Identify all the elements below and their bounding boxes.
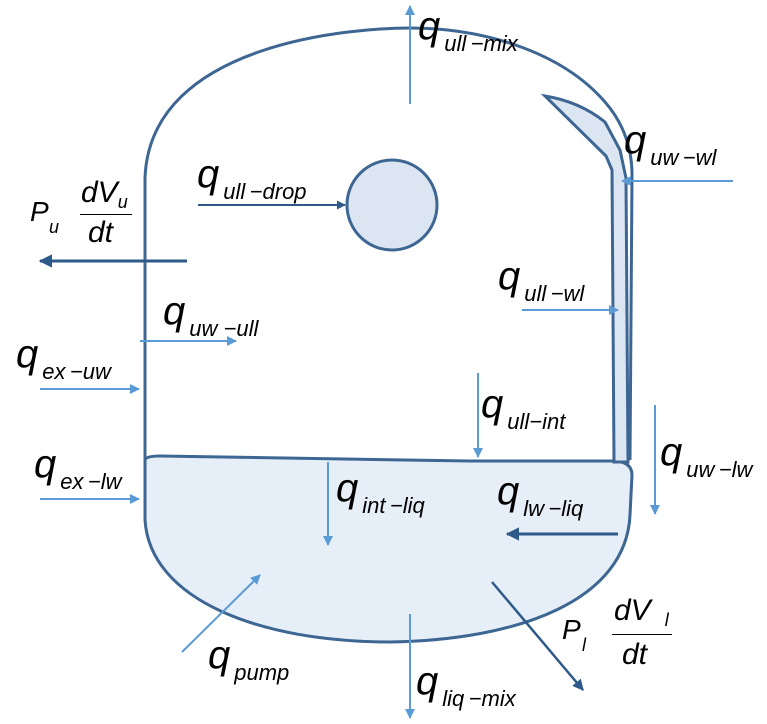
droplet bbox=[345, 158, 439, 252]
work-term-upper: P u dVu dt bbox=[30, 178, 140, 248]
liquid-region bbox=[143, 454, 634, 644]
fraction-bar bbox=[80, 214, 132, 215]
pressure-symbol: P bbox=[30, 196, 49, 227]
wetted-wall-strip bbox=[540, 93, 630, 464]
arrow-pump bbox=[181, 574, 261, 653]
fraction-bar bbox=[612, 634, 672, 635]
pressure-symbol: P bbox=[562, 614, 581, 645]
pressure-subscript: u bbox=[49, 217, 60, 237]
tank-outline bbox=[143, 26, 634, 461]
time-derivative-denominator: dt bbox=[622, 638, 648, 671]
pressure-subscript: l bbox=[582, 635, 586, 655]
time-derivative-denominator: dt bbox=[88, 216, 114, 249]
arrow-work-lower bbox=[491, 581, 584, 691]
volume-derivative-numerator: dVu bbox=[81, 176, 128, 212]
